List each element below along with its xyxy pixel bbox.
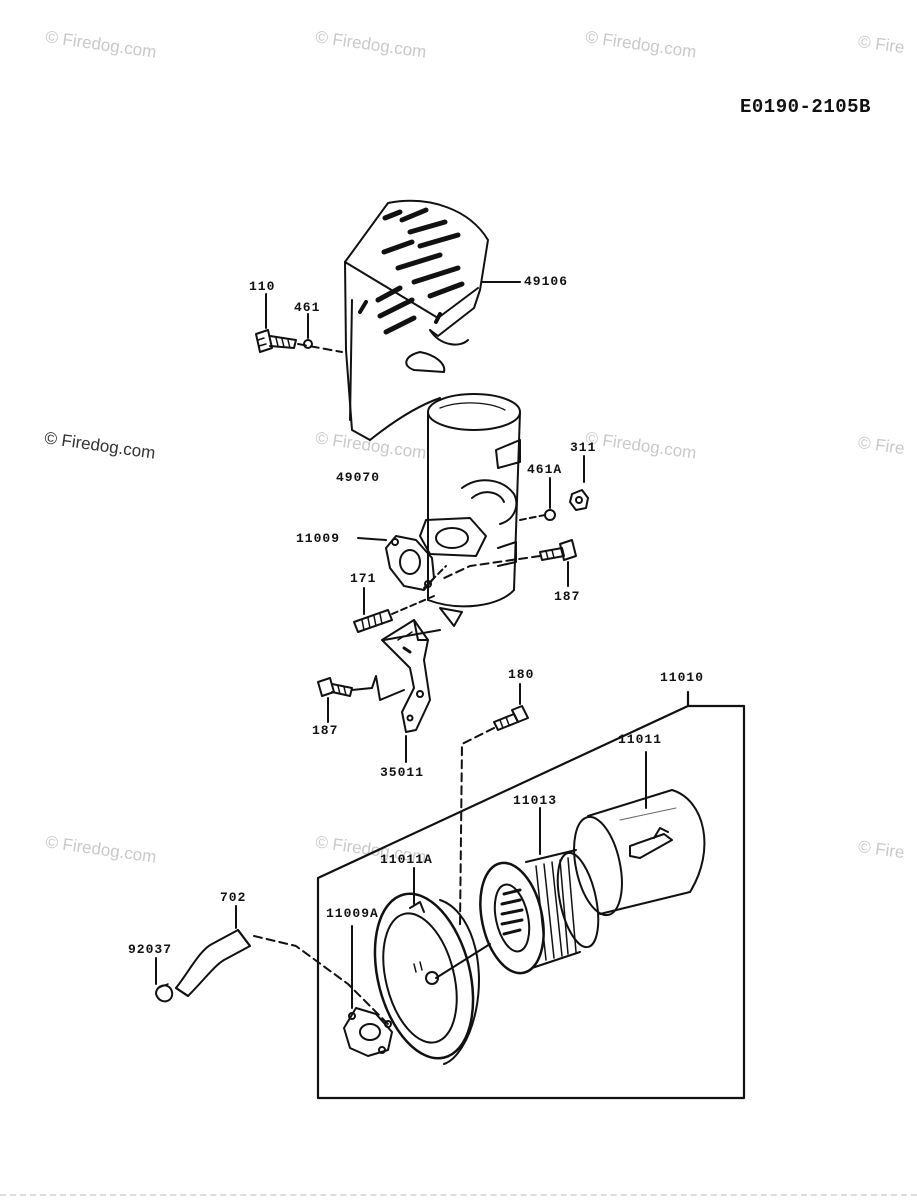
part-label-11010: 11010	[660, 670, 705, 685]
part-label-11013: 11013	[513, 793, 558, 808]
part-label-49070: 49070	[336, 470, 381, 485]
part-label-110: 110	[249, 279, 276, 294]
gasket-11009a-shape	[343, 1007, 393, 1057]
gasket-11009-shape	[385, 535, 435, 591]
part-label-187-left: 187	[312, 723, 339, 738]
bolt-187-right-shape	[539, 539, 577, 561]
part-label-180: 180	[508, 667, 535, 682]
leader-line	[439, 555, 541, 581]
filter-element-11013-shape	[479, 849, 600, 975]
leader-line	[519, 514, 546, 521]
leader-line	[391, 595, 435, 615]
washer-461a-shape	[544, 509, 556, 521]
stud-171-shape	[353, 609, 393, 633]
leader-line	[297, 343, 343, 353]
muffler-body-shape	[419, 393, 521, 627]
part-label-11009a: 11009A	[326, 906, 379, 921]
leader-line	[253, 935, 389, 1025]
leader-line	[435, 943, 491, 979]
bolt-110-shape	[255, 329, 297, 353]
bolt-187-left-shape	[317, 677, 353, 697]
part-label-461a: 461A	[527, 462, 563, 477]
leader-line	[459, 727, 495, 927]
part-label-11011a: 11011A	[380, 852, 433, 867]
bolt-180-shape	[493, 705, 529, 731]
diagram-code: E0190-2105B	[740, 96, 871, 118]
part-label-49106: 49106	[524, 274, 569, 289]
hose-clamp-92037-shape	[155, 983, 174, 1003]
part-label-11011: 11011	[618, 732, 663, 747]
part-label-11009: 11009	[296, 531, 341, 546]
leader-line	[357, 537, 387, 541]
part-label-461: 461	[294, 300, 321, 315]
part-label-92037: 92037	[128, 942, 173, 957]
part-label-187-right: 187	[554, 589, 581, 604]
leader-line	[423, 565, 447, 589]
part-label-171: 171	[350, 571, 377, 586]
washer-461-shape	[303, 339, 313, 349]
leader-line	[351, 675, 405, 701]
air-cleaner-cover-11011-shape	[573, 789, 706, 917]
page-bottom-rule	[0, 1194, 917, 1198]
part-label-702: 702	[220, 890, 247, 905]
breather-hose-702-shape	[175, 929, 251, 997]
part-label-35011: 35011	[380, 765, 425, 780]
assembly-boundary-box	[316, 690, 746, 1100]
nut-311-shape	[569, 489, 589, 511]
leader-line	[383, 629, 441, 641]
part-label-311: 311	[570, 440, 597, 455]
muffler-cover-shape	[344, 199, 489, 441]
